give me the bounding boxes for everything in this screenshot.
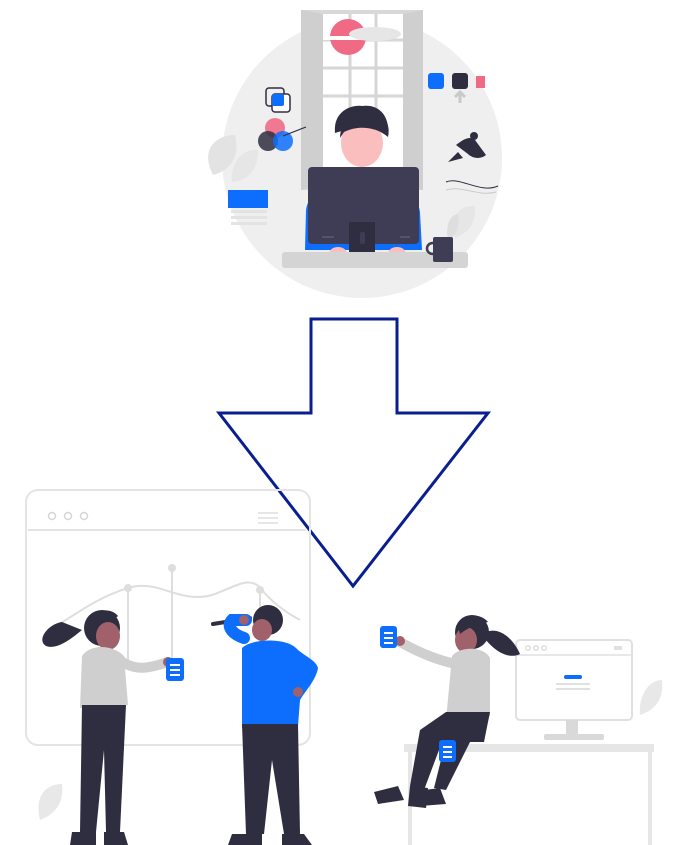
color-wheel-icon — [258, 118, 307, 151]
pen-tool-icon — [445, 132, 499, 194]
plant-right-bottom-icon — [639, 680, 663, 715]
bottom-illustration — [25, 489, 663, 845]
dark-swatch-icon — [452, 73, 468, 89]
browser-window-dots-icon — [47, 511, 89, 521]
down-arrow-icon — [215, 317, 492, 589]
woman-with-ponytail-left — [42, 610, 173, 845]
coffee-mug-icon — [425, 237, 453, 262]
document-icon — [166, 658, 184, 681]
menu-lines-icon — [258, 512, 278, 524]
tool-icons-right — [428, 73, 485, 103]
arrow-up-icon — [453, 89, 467, 103]
book-stack-icon — [228, 190, 268, 225]
plant-right-icon — [447, 205, 476, 240]
plant-bottom-left-icon — [38, 784, 63, 820]
document-icon — [439, 740, 456, 762]
plant-left-icon — [208, 135, 258, 182]
monitor-right-icon — [515, 639, 633, 740]
man-with-pen — [211, 605, 318, 845]
desk — [282, 252, 468, 268]
blue-swatch-icon — [428, 73, 444, 89]
top-illustration — [208, 10, 502, 298]
document-icon — [380, 626, 397, 648]
woman-sitting-right — [374, 615, 520, 808]
layers-icon — [265, 87, 291, 113]
